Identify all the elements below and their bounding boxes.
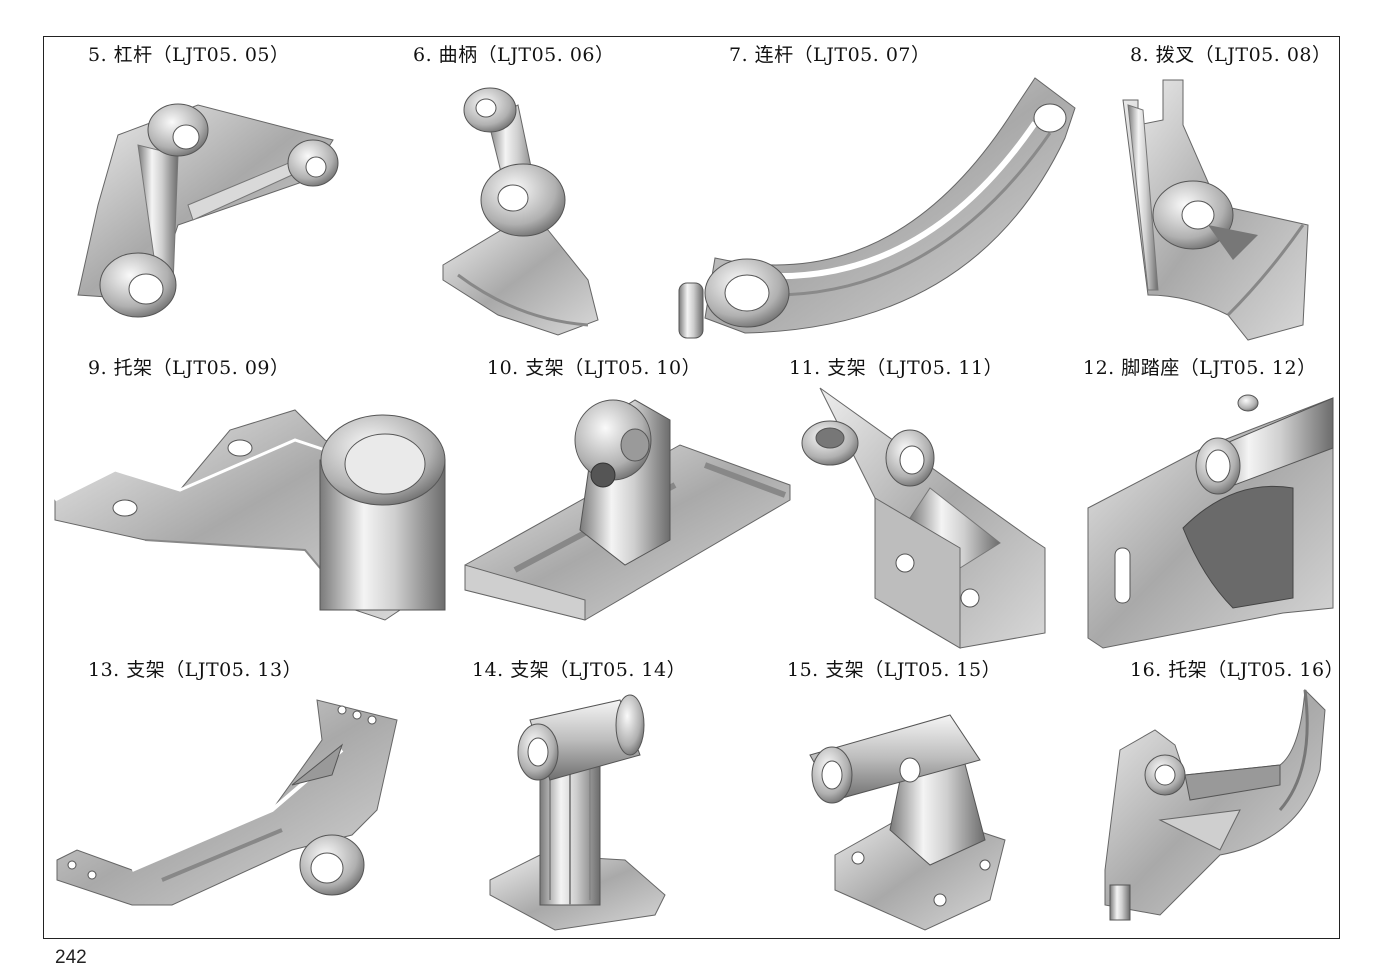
- figure-frame: [43, 36, 1340, 939]
- caption-part-16: 16. 托架（LJT05. 16）: [1130, 659, 1345, 681]
- caption-part-9: 9. 托架（LJT05. 09）: [88, 357, 290, 379]
- caption-part-12: 12. 脚踏座（LJT05. 12）: [1083, 357, 1317, 379]
- part-7-connecting-rod-illustration: [675, 68, 1085, 343]
- caption-part-6: 6. 曲柄（LJT05. 06）: [413, 44, 615, 66]
- caption-part-14: 14. 支架（LJT05. 14）: [472, 659, 687, 681]
- caption-part-7: 7. 连杆（LJT05. 07）: [729, 44, 931, 66]
- part-6-crank-illustration: [438, 80, 608, 340]
- caption-part-8: 8. 拨叉（LJT05. 08）: [1130, 44, 1332, 66]
- part-16-bracket-illustration: [1100, 688, 1330, 925]
- part-8-shift-fork-illustration: [1108, 75, 1318, 345]
- part-13-support-illustration: [52, 699, 402, 915]
- caption-part-15: 15. 支架（LJT05. 15）: [787, 659, 1002, 681]
- part-9-bracket-illustration: [54, 400, 455, 630]
- caption-part-5: 5. 杠杆（LJT05. 05）: [88, 44, 290, 66]
- part-10-support-illustration: [464, 390, 795, 640]
- part-15-support-illustration: [809, 690, 1010, 931]
- part-12-pedal-seat-illustration: [1083, 378, 1338, 653]
- part-14-support-illustration: [489, 694, 670, 931]
- part-11-support-illustration: [800, 378, 1050, 653]
- caption-part-13: 13. 支架（LJT05. 13）: [88, 659, 303, 681]
- page-number: 242: [55, 947, 87, 968]
- part-5-lever-illustration: [58, 85, 348, 330]
- caption-part-11: 11. 支架（LJT05. 11）: [789, 357, 1004, 379]
- caption-part-10: 10. 支架（LJT05. 10）: [487, 357, 702, 379]
